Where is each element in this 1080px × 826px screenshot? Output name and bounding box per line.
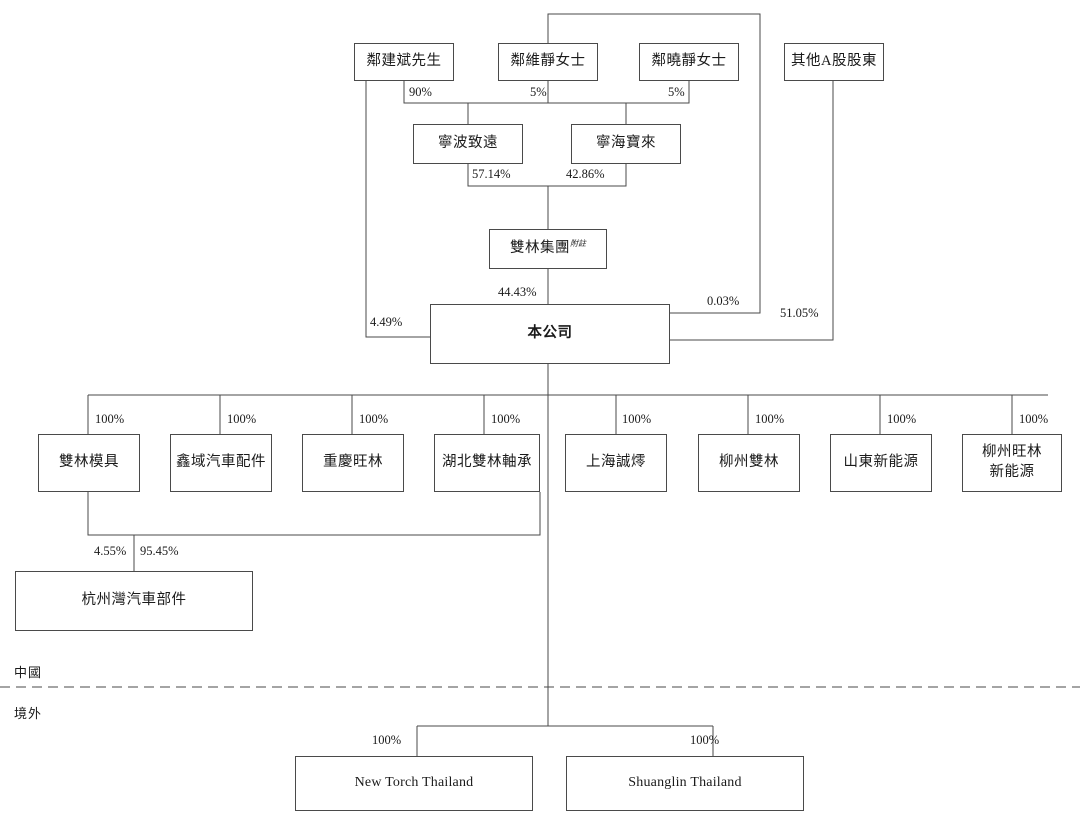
pct-wu-xiaojing-to-ninghai: 5% [668, 85, 685, 99]
node-label: 鄰維靜女士 [510, 53, 586, 70]
pct-wu-weijing-to-company: 0.03% [707, 294, 740, 308]
pct-sub-7: 100% [887, 412, 917, 426]
node-new-torch-thailand[interactable]: New Torch Thailand [295, 756, 533, 811]
edge-mould-to-hangzhouwan [87, 492, 135, 571]
node-hangzhouwan-auto[interactable]: 杭州灣汽車部件 [15, 571, 253, 631]
node-label: 杭州灣汽車部件 [81, 592, 187, 609]
node-wu-xiaojing[interactable]: 鄰曉靜女士 [639, 43, 739, 81]
edge-hubei-to-hangzhouwan [134, 492, 541, 536]
pct-mould-to-hangzhouwan: 4.55% [94, 544, 127, 558]
node-label: 重慶旺林 [323, 454, 383, 471]
pct-wu-jianbin-to-company: 4.49% [370, 315, 403, 329]
node-label: 上海誠燯 [586, 454, 646, 471]
node-liuzhou-shuanglin[interactable]: 柳州雙林 [698, 434, 800, 492]
pct-wu-weijing-to-ningbo: 5% [530, 85, 547, 99]
footnote-marker: 附註 [570, 239, 586, 249]
node-label: 寧海寶來 [596, 135, 656, 152]
node-shanghai-chengye[interactable]: 上海誠燯 [565, 434, 667, 492]
pct-sub-8: 100% [1019, 412, 1049, 426]
pct-sub-2: 100% [227, 412, 257, 426]
node-shuanglin-group[interactable]: 雙林集團附註 [489, 229, 607, 269]
edge-jianbin-to-company [365, 81, 430, 338]
node-label: 鑫域汽車配件 [176, 454, 266, 471]
node-wu-weijing[interactable]: 鄰維靜女士 [498, 43, 598, 81]
node-hubei-shuanglin[interactable]: 湖北雙林軸承 [434, 434, 540, 492]
node-label: 本公司 [527, 325, 573, 342]
node-the-company[interactable]: 本公司 [430, 304, 670, 364]
node-label: 鄰曉靜女士 [651, 53, 727, 70]
pct-newtorch: 100% [372, 733, 402, 747]
node-label: Shuanglin Thailand [628, 775, 742, 791]
region-label-china: 中國 [14, 665, 43, 680]
node-xincheng-auto[interactable]: 鑫域汽車配件 [170, 434, 272, 492]
node-label: 湖北雙林軸承 [442, 454, 532, 471]
pct-ninghai-to-group: 42.86% [566, 167, 605, 181]
node-shandong-new-energy[interactable]: 山東新能源 [830, 434, 932, 492]
node-label: 柳州旺林新能源 [982, 444, 1042, 480]
node-label: 雙林模具 [59, 454, 119, 471]
node-label: 柳州雙林 [719, 454, 779, 471]
edge-jianbin-to-ningbo [403, 81, 469, 124]
node-shuanglin-thailand[interactable]: Shuanglin Thailand [566, 756, 804, 811]
edge-ningbo-to-group [467, 164, 549, 229]
pct-sub-3: 100% [359, 412, 389, 426]
node-label: 山東新能源 [843, 454, 919, 471]
node-ningbo-zhiyuan[interactable]: 寧波致遠 [413, 124, 523, 164]
node-label: New Torch Thailand [354, 775, 474, 791]
pct-sub-6: 100% [755, 412, 785, 426]
pct-sub-5: 100% [622, 412, 652, 426]
pct-hubei-to-hangzhouwan: 95.45% [140, 544, 179, 558]
node-label: 寧波致遠 [438, 135, 498, 152]
pct-sub-1: 100% [95, 412, 125, 426]
pct-group-to-company: 44.43% [498, 285, 537, 299]
edge-ninghai-to-group [548, 164, 627, 187]
pct-wu-jianbin-to-ningbo: 90% [409, 85, 432, 99]
node-label: 雙林集團附註 [510, 239, 586, 257]
node-label: 其他A股股東 [791, 53, 877, 70]
edge-othera-to-company [670, 81, 834, 341]
node-other-a-holders[interactable]: 其他A股股東 [784, 43, 884, 81]
edge-weijing-bracket [547, 13, 761, 314]
pct-ningbo-to-group: 57.14% [472, 167, 511, 181]
pct-shuanglin-th: 100% [690, 733, 720, 747]
node-wu-jianbin[interactable]: 鄰建斌先生 [354, 43, 454, 81]
node-liuzhou-wanglin-new-energy[interactable]: 柳州旺林新能源 [962, 434, 1062, 492]
node-chongqing-wanglin[interactable]: 重慶旺林 [302, 434, 404, 492]
edge-xiaojing-to-ninghai [625, 81, 690, 124]
region-label-overseas: 境外 [14, 706, 43, 721]
pct-sub-4: 100% [491, 412, 521, 426]
node-shuanglin-mould[interactable]: 雙林模具 [38, 434, 140, 492]
node-ninghai-baolai[interactable]: 寧海寶來 [571, 124, 681, 164]
node-label: 鄰建斌先生 [366, 53, 442, 70]
pct-other-a-to-company: 51.05% [780, 306, 819, 320]
